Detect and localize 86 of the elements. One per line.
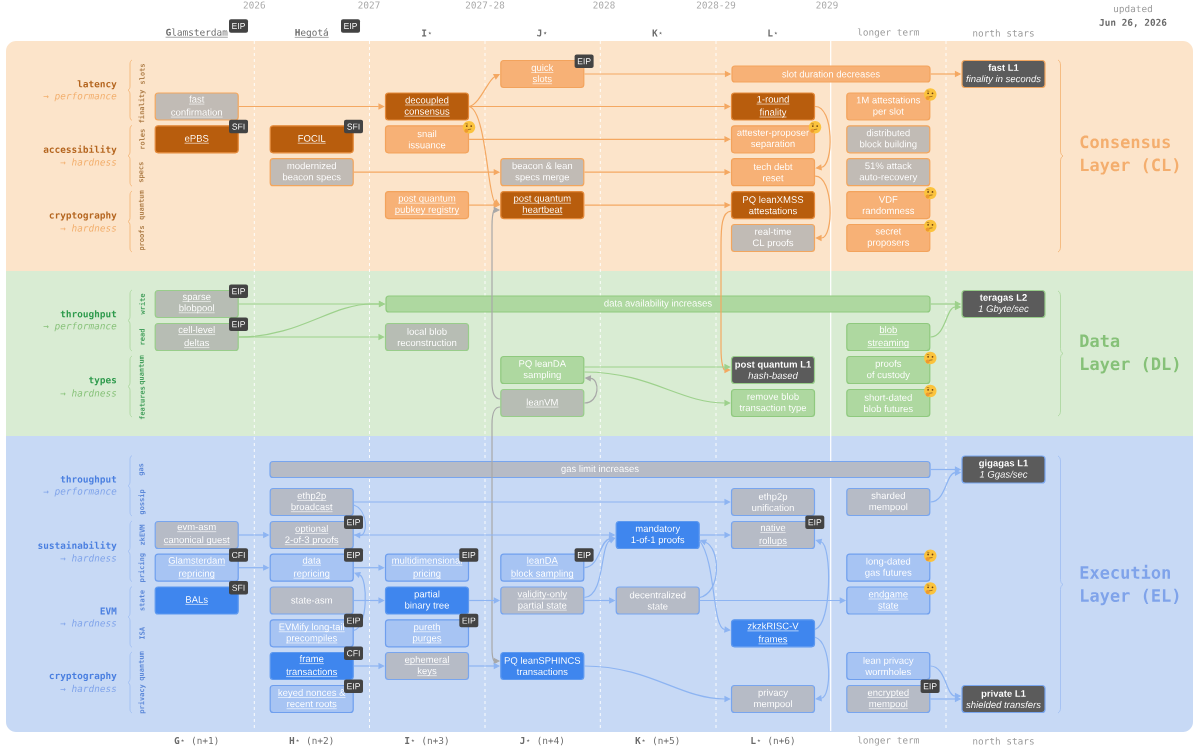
roadmap-box: VDF randomness <box>846 191 931 220</box>
arrow <box>468 136 731 143</box>
row-heading: throughput <box>60 310 117 320</box>
column-heading: I⋆ <box>422 29 432 37</box>
roadmap-box: post quantum pubkey registry <box>384 191 470 220</box>
column-heading: Hegotá <box>294 28 329 38</box>
row-heading: accessibility <box>43 145 117 155</box>
column-footer: J⋆ (n+4) <box>520 736 563 746</box>
roadmap-box: short-dated blob futures <box>846 388 931 418</box>
row-subheading: → hardness <box>60 684 117 693</box>
column-heading: longer term <box>857 28 919 38</box>
roadmap-box: leanVM <box>500 388 585 418</box>
date-label: Jun 26, 2026 <box>1099 18 1167 28</box>
roadmap-box: remove blob transaction type <box>730 388 816 418</box>
row-heading: latency <box>77 80 117 90</box>
row-subheading: → hardness <box>60 389 117 397</box>
roadmap-box: secret proposers <box>846 223 931 253</box>
column-footer: north stars <box>973 737 1034 745</box>
year-label: 2027 <box>358 1 380 9</box>
roadmap-box: distributed block building <box>846 125 931 154</box>
roadmap-box: post quantum heartbeat <box>500 191 585 220</box>
row-heading: sustainability <box>38 541 117 551</box>
roadmap-box: snail issuance <box>384 125 470 154</box>
badge: SFI <box>229 581 248 595</box>
roadmap-box: 1M attestations per slot <box>846 92 931 121</box>
roadmap-box: modernized beacon specs <box>269 158 354 187</box>
roadmap-box: blob streaming <box>846 322 931 352</box>
row-heading: types <box>89 376 117 386</box>
row-subheading: → performance <box>43 322 117 332</box>
roadmap-box: attester-proposer separation <box>730 125 816 154</box>
roadmap-box: PQ leanDA sampling <box>500 355 585 385</box>
update-label: updated <box>1114 4 1152 15</box>
roadmap-box: decoupled consensus <box>384 92 470 121</box>
row-subheading: → hardness <box>60 554 117 562</box>
arrow <box>468 103 731 110</box>
arrow <box>814 105 831 171</box>
year-label: 2026 <box>243 1 265 9</box>
row-subheading: → hardness <box>60 619 117 627</box>
goal-box: post quantum L1 hash-based <box>730 355 816 385</box>
row-heading: EVM <box>100 607 117 615</box>
roadmap-box: 1-round finality <box>730 92 816 121</box>
layer-title: Execution Layer (EL) <box>1080 564 1179 606</box>
roadmap-box: proofs of custody <box>846 355 931 385</box>
badge: EIP <box>229 19 248 33</box>
badge: EIP <box>341 19 360 33</box>
arrow <box>814 175 831 242</box>
row-heading: throughput <box>60 475 117 485</box>
column-heading: K⋆ <box>652 29 663 37</box>
year-label: 2027-28 <box>465 1 505 9</box>
row-subheading: → performance <box>43 92 117 102</box>
row-heading: cryptography <box>49 211 117 221</box>
year-label: 2028 <box>593 1 615 9</box>
row-subheading: → hardness <box>60 224 117 232</box>
badge: EIP <box>344 548 363 562</box>
column-heading: Glamsterdam <box>165 28 229 38</box>
roadmap-box: 51% attack auto-recovery <box>846 158 931 187</box>
column-heading: L⋆ <box>768 29 778 37</box>
column-footer: G⋆ (n+1) <box>174 736 218 746</box>
roadmap-box: fast confirmation <box>154 92 239 121</box>
goal-box: fast L1 finality in seconds <box>961 59 1046 89</box>
arrow <box>238 103 385 110</box>
year-label: 2029 <box>816 1 838 9</box>
column-footer: longer term <box>857 736 919 746</box>
column-footer: I⋆ (n+3) <box>405 736 448 746</box>
timeline-bar: data availability increases <box>385 295 931 313</box>
column-footer: K⋆ (n+5) <box>635 736 679 746</box>
roadmap-box: PQ leanXMSS attestations <box>730 191 816 220</box>
roadmap-box: beacon & lean specs merge <box>500 158 585 187</box>
roadmap-box: real-time CL proofs <box>730 223 816 253</box>
goal-box: teragas L2 1 Gbyte/sec <box>961 289 1046 319</box>
roadmap-box: tech debt reset <box>730 158 816 187</box>
row-subheading: → performance <box>43 487 117 497</box>
column-heading: J⋆ <box>537 29 547 37</box>
row-heading: cryptography <box>49 671 117 682</box>
column-footer: L⋆ (n+6) <box>751 736 794 746</box>
arrow <box>583 375 598 404</box>
year-label: 2028-29 <box>696 1 736 9</box>
column-footer: H⋆ (n+2) <box>289 736 333 746</box>
layer-title: Data Layer (DL) <box>1080 334 1179 374</box>
timeline-bar: slot duration decreases <box>731 65 931 83</box>
badge: CFI <box>229 548 248 562</box>
row-subheading: → hardness <box>60 158 117 166</box>
layer-title: Consensus Layer (CL) <box>1080 135 1179 175</box>
arrow <box>491 206 501 400</box>
column-heading: north stars <box>973 29 1034 37</box>
roadmap-box: local blob reconstruction <box>384 322 470 352</box>
